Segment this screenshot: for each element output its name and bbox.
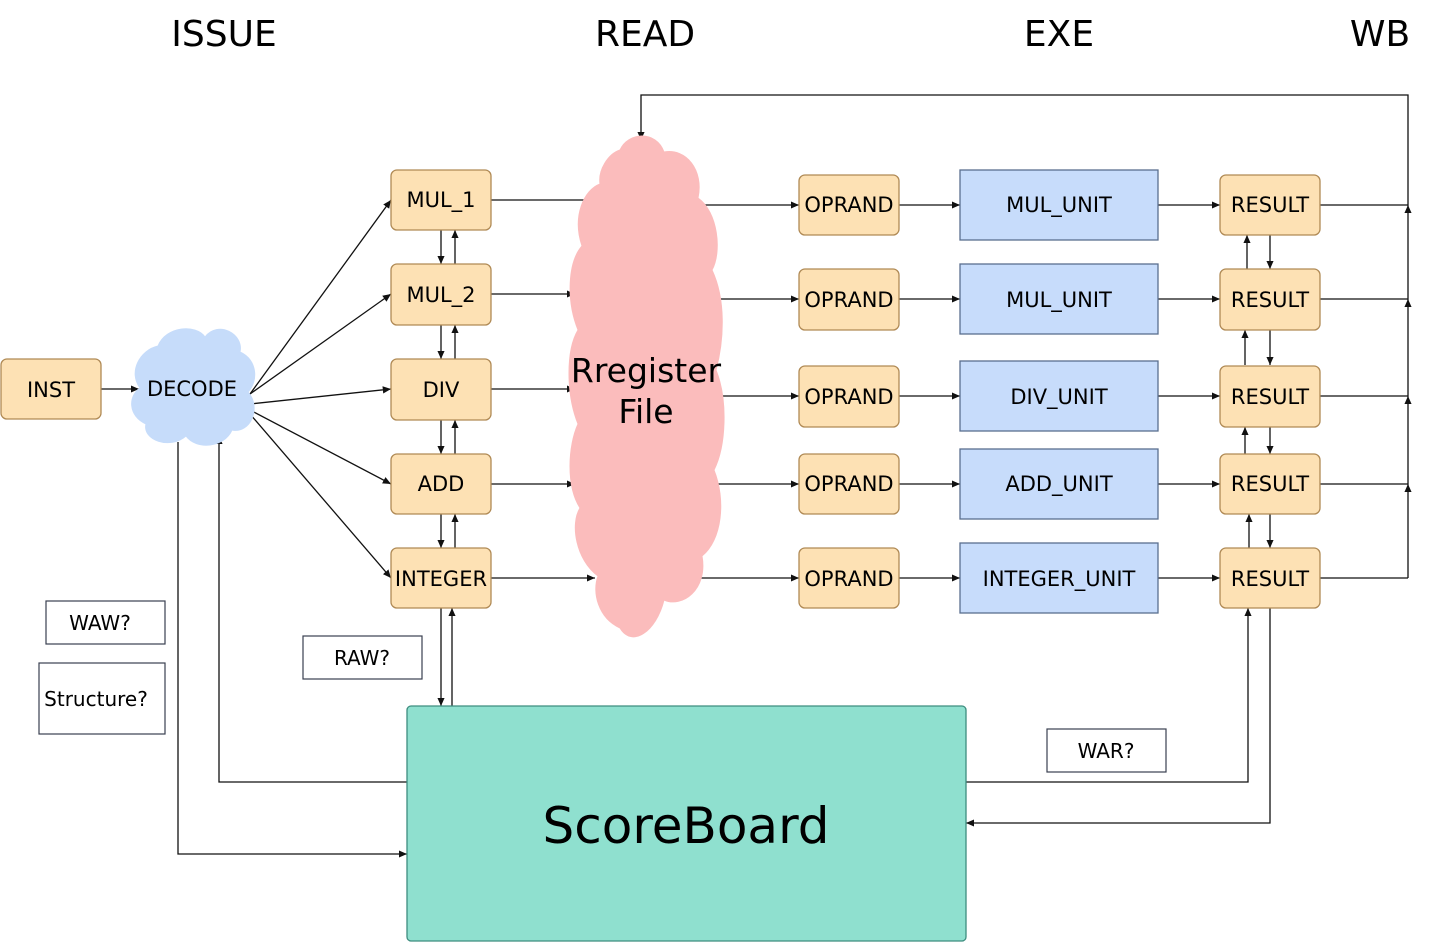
inst-box: INST: [0, 358, 102, 420]
result-box: RESULT: [1219, 547, 1321, 609]
unit-label: MUL_UNIT: [1006, 288, 1112, 313]
register-file-cloud: Rregister File: [568, 135, 725, 638]
war-hazard-box: WAR?: [1046, 728, 1167, 773]
raw-hazard-box: RAW?: [302, 635, 423, 680]
oprand-box: OPRAND: [798, 547, 900, 609]
mul2-label: MUL_2: [406, 283, 475, 308]
register-file-label-line2: File: [618, 392, 673, 431]
result-label: RESULT: [1231, 288, 1309, 312]
stage-issue-label: ISSUE: [171, 14, 276, 55]
unit-label: DIV_UNIT: [1010, 385, 1108, 410]
integer-unit-box: INTEGER_UNIT: [959, 542, 1159, 614]
mul1-slot: MUL_1: [390, 169, 492, 231]
oprand-label: OPRAND: [804, 567, 893, 591]
decode-label: DECODE: [147, 377, 237, 401]
mul-unit-box: MUL_UNIT: [959, 169, 1159, 241]
inst-label: INST: [27, 378, 75, 402]
mul2-slot: MUL_2: [390, 263, 492, 326]
scoreboard-label: ScoreBoard: [543, 797, 830, 855]
unit-label: ADD_UNIT: [1005, 472, 1112, 497]
div-slot: DIV: [390, 358, 492, 421]
stage-exe-label: EXE: [1024, 14, 1094, 55]
result-box: RESULT: [1219, 453, 1321, 515]
integer-slot: INTEGER: [390, 547, 492, 609]
unit-label: MUL_UNIT: [1006, 193, 1112, 218]
result-box: RESULT: [1219, 174, 1321, 236]
decode-cloud: DECODE: [131, 328, 256, 446]
add-unit-box: ADD_UNIT: [959, 448, 1159, 520]
oprand-label: OPRAND: [804, 385, 893, 409]
add-slot: ADD: [390, 453, 492, 515]
oprand-label: OPRAND: [804, 193, 893, 217]
add-label: ADD: [418, 472, 465, 496]
raw-hazard-label: RAW?: [334, 646, 390, 670]
mul-unit-box: MUL_UNIT: [959, 263, 1159, 335]
integer-label: INTEGER: [395, 567, 487, 591]
structure-hazard-box: Structure?: [38, 662, 166, 735]
result-label: RESULT: [1231, 193, 1309, 217]
result-label: RESULT: [1231, 385, 1309, 409]
connectors: [101, 94, 1412, 858]
div-unit-box: DIV_UNIT: [959, 360, 1159, 432]
stage-read-label: READ: [595, 14, 695, 55]
mul1-label: MUL_1: [406, 188, 475, 213]
scoreboard-box: ScoreBoard: [406, 705, 967, 942]
div-label: DIV: [423, 378, 460, 402]
oprand-box: OPRAND: [798, 453, 900, 515]
oprand-label: OPRAND: [804, 472, 893, 496]
oprand-label: OPRAND: [804, 288, 893, 312]
waw-hazard-box: WAW?: [45, 600, 166, 645]
stage-wb-label: WB: [1350, 14, 1410, 55]
war-hazard-label: WAR?: [1078, 739, 1135, 763]
waw-hazard-label: WAW?: [69, 611, 131, 635]
structure-hazard-label: Structure?: [44, 687, 148, 711]
unit-label: INTEGER_UNIT: [983, 567, 1136, 592]
register-file-label-line1: Rregister: [571, 351, 722, 390]
result-box: RESULT: [1219, 268, 1321, 331]
oprand-box: OPRAND: [798, 268, 900, 331]
result-box: RESULT: [1219, 365, 1321, 428]
result-label: RESULT: [1231, 567, 1309, 591]
oprand-box: OPRAND: [798, 365, 900, 428]
oprand-box: OPRAND: [798, 174, 900, 236]
result-label: RESULT: [1231, 472, 1309, 496]
